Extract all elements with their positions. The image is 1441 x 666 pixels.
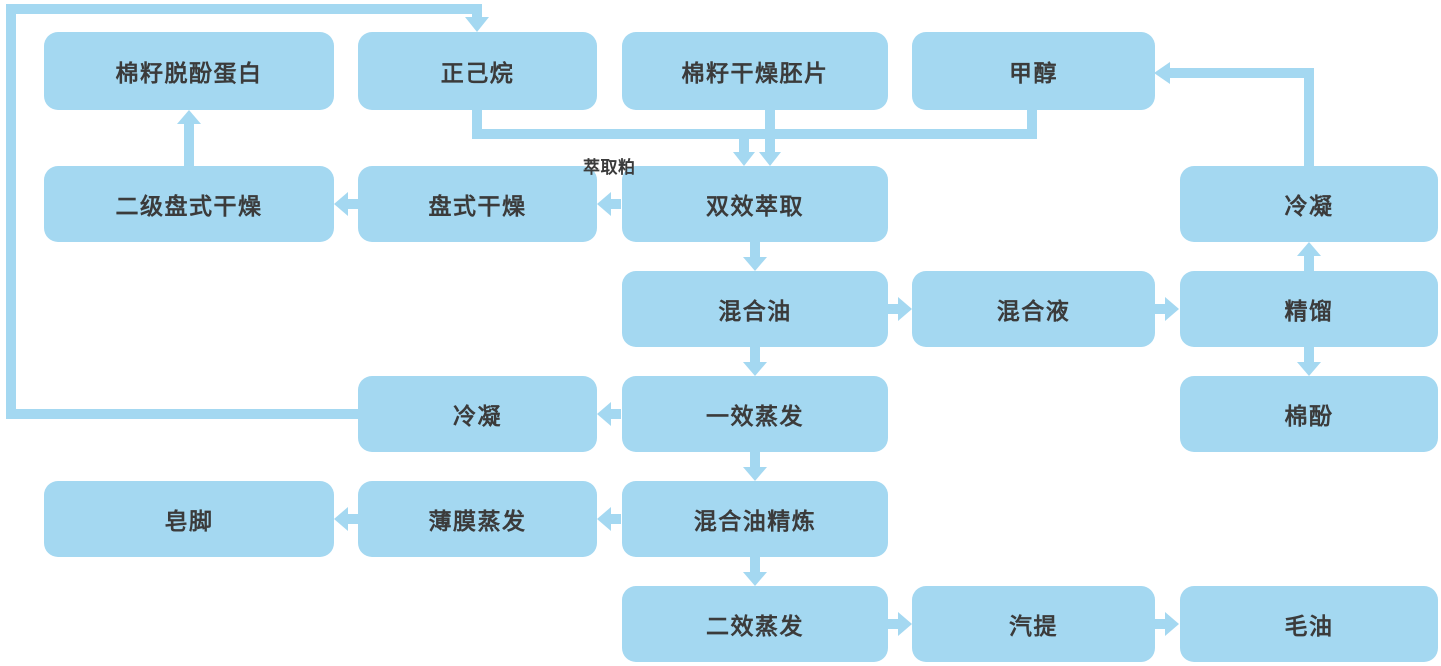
arrow-mixed-oil-to-mixed-liquid [888,297,912,321]
node-condenser-right: 冷凝 [1180,166,1438,242]
arrowhead-down-icon [743,572,767,586]
arrowhead-left-icon [597,402,611,426]
line-hexane-down-stub [472,108,482,139]
line-recycle-left-vertical [6,4,16,419]
arrow-mixed-liquid-to-distillation [1155,297,1179,321]
node-first-effect-evaporation: 一效蒸发 [622,376,888,452]
arrowhead-flakes-to-extraction-icon [759,152,781,166]
node-mixed-liquid: 混合液 [912,271,1155,347]
node-second-effect-evaporation: 二效蒸发 [622,586,888,662]
arrow-extraction-to-mixed-oil [743,242,767,271]
node-double-effect-extraction: 双效萃取 [622,166,888,242]
arrowhead-up-icon [1297,242,1321,256]
arrowhead-down-icon [1297,362,1321,376]
node-crude-oil: 毛油 [1180,586,1438,662]
arrow-distillation-to-gossypol [1297,347,1321,376]
arrowhead-down-icon [743,467,767,481]
arrow-extraction-to-tray-drying [597,192,621,216]
node-thin-film-evaporation: 薄膜蒸发 [358,481,597,557]
node-mixed-oil-refining: 混合油精炼 [622,481,888,557]
node-hexane: 正己烷 [358,32,597,110]
arrowhead-down-icon [743,362,767,376]
node-soapstock: 皂脚 [44,481,334,557]
line-methanol-down-stub [1027,110,1037,139]
edge-label-extraction-meal: 萃取粕 [583,158,636,177]
line-flakes-drop-stem [765,110,775,154]
line-condenser-right-recycle-horizontal [1170,68,1314,78]
node-secondary-tray-drying: 二级盘式干燥 [44,166,334,242]
arrow-mixed-oil-to-first-effect [743,347,767,376]
arrowhead-right-icon [1165,297,1179,321]
arrow-first-effect-to-condenser [597,402,621,426]
node-mixed-oil: 混合油 [622,271,888,347]
arrowhead-right-icon [1165,612,1179,636]
line-condenser-left-recycle-horizontal [6,409,358,419]
arrow-thin-film-to-soapstock [334,507,358,531]
node-gossypol: 棉酚 [1180,376,1438,452]
arrow-stripping-to-crude-oil [1155,612,1179,636]
line-recycle-top-horizontal [6,4,482,14]
arrowhead-left-icon [597,192,611,216]
arrowhead-left-icon [334,192,348,216]
arrow-second-effect-to-stripping [888,612,912,636]
arrowhead-right-icon [898,297,912,321]
node-cottonseed-dephenolized-protein: 棉籽脱酚蛋白 [44,32,334,110]
line-recycle-hexane-drop [472,4,482,18]
line-solvent-drop-stem [739,139,749,155]
arrowhead-right-icon [898,612,912,636]
arrow-refining-to-thin-film [597,507,621,531]
node-distillation: 精馏 [1180,271,1438,347]
arrowhead-up-icon [177,110,201,124]
arrowhead-recycle-to-hexane-icon [465,17,489,32]
line-solvent-manifold [472,129,1037,139]
arrowhead-left-icon [334,507,348,531]
arrowhead-recycle-to-methanol-icon [1154,62,1170,84]
arrow-distillation-to-condenser [1297,242,1321,271]
node-dried-cottonseed-flakes: 棉籽干燥胚片 [622,32,888,110]
arrow-first-effect-to-refining [743,452,767,481]
node-stripping: 汽提 [912,586,1155,662]
arrow-refining-to-second-effect [743,557,767,586]
arrowhead-solvent-to-extraction-icon [733,152,755,166]
arrow-secondary-tray-to-protein [177,110,201,166]
node-condenser-left: 冷凝 [358,376,597,452]
arrow-tray-drying-to-secondary-tray-drying [334,192,358,216]
arrowhead-down-icon [743,257,767,271]
node-tray-drying: 盘式干燥 [358,166,597,242]
line-condenser-right-recycle-vertical [1304,68,1314,166]
node-methanol: 甲醇 [912,32,1155,110]
arrowhead-left-icon [597,507,611,531]
